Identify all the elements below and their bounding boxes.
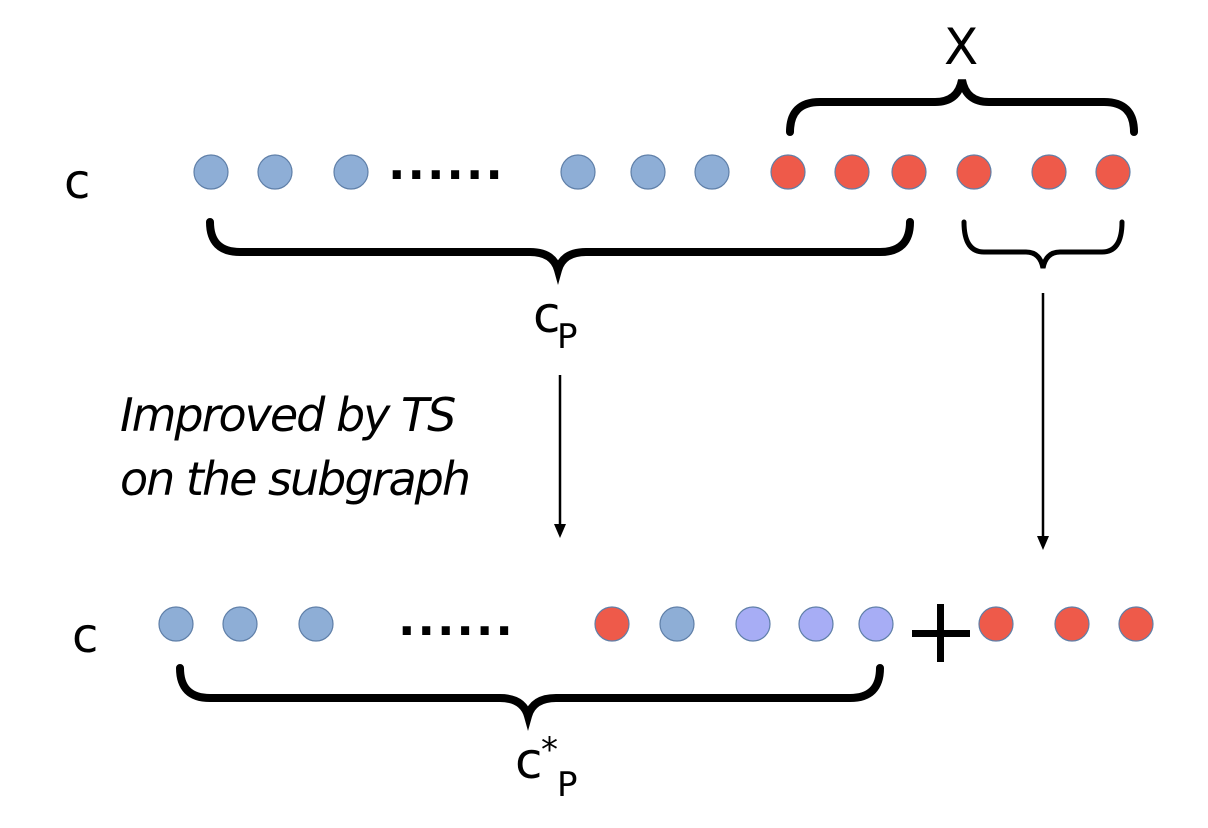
annotation-line-2: on the subgraph <box>120 452 471 506</box>
brace-tail <box>961 219 1125 269</box>
row1-node-10-red <box>956 154 992 190</box>
cp-subscript: P <box>557 317 578 357</box>
row1-label: c <box>64 154 91 210</box>
row1-node-5-blue <box>630 154 666 190</box>
row2-node-2-blue <box>222 606 258 642</box>
row1-node-2-blue <box>257 154 293 190</box>
row2-node-1-blue <box>158 606 194 642</box>
row2-node-7-lavender <box>798 606 834 642</box>
node-layer <box>158 154 1154 642</box>
row1-node-11-red <box>1031 154 1067 190</box>
arrow-right-head <box>1037 536 1049 550</box>
row2-label: c <box>72 608 99 664</box>
brace-cp <box>206 218 914 285</box>
row1-node-4-blue <box>560 154 596 190</box>
brace-cp-star <box>176 664 884 731</box>
row1-node-7-red <box>770 154 806 190</box>
cp-label: c <box>533 286 561 344</box>
row2-node-11-red <box>1118 606 1154 642</box>
row2-node-3-blue <box>298 606 334 642</box>
row2-node-9-red <box>978 606 1014 642</box>
row1-node-1-blue <box>193 154 229 190</box>
brace-x <box>786 79 1138 136</box>
cp-star-superscript: * <box>541 730 558 770</box>
annotation-line-1: Improved by TS <box>120 388 456 442</box>
row1-node-6-blue <box>694 154 730 190</box>
x-label: X <box>944 18 979 76</box>
row1-node-8-red <box>834 154 870 190</box>
cp-star-subscript: P <box>557 765 578 805</box>
row2-node-8-lavender <box>858 606 894 642</box>
row1-node-3-blue <box>333 154 369 190</box>
row1-node-9-red <box>891 154 927 190</box>
arrow-left-head <box>554 524 566 538</box>
row2-node-6-lavender <box>735 606 771 642</box>
row2-node-5-blue <box>659 606 695 642</box>
plus-vertical <box>937 604 944 662</box>
row2-node-10-red <box>1054 606 1090 642</box>
ellipsis-row1: ...... <box>388 136 505 190</box>
ellipsis-row2: ...... <box>398 592 515 646</box>
row1-node-12-red <box>1095 154 1131 190</box>
row2-node-4-red <box>594 606 630 642</box>
cp-star-label: c <box>515 732 543 790</box>
